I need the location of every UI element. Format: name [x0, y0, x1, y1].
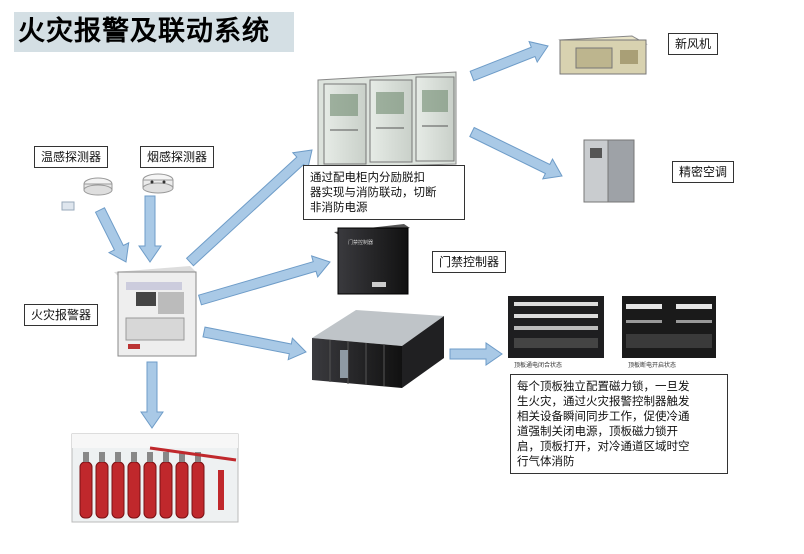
arrow-servers-to-photos [449, 342, 503, 366]
fresh-air-unit-image [558, 35, 648, 75]
cylinder-valve [115, 452, 121, 462]
cylinder-valve [83, 452, 89, 462]
extinguisher-cylinder [159, 461, 173, 519]
note-line: 行气体消防 [517, 454, 575, 468]
precision-ac-label: 精密空调 [672, 161, 735, 183]
cylinder-valve [131, 452, 137, 462]
arrow-alarm-to-access [197, 255, 331, 306]
extinguisher-cylinder [175, 461, 189, 519]
fire-alarm-controller-image [114, 266, 197, 357]
note-line: 启，顶板打开，对冷通道区域时空 [517, 439, 690, 453]
arrow-temp-to-alarm [94, 207, 130, 263]
arrow-cabinet-to-ac [469, 126, 563, 180]
extinguisher-cylinder [111, 461, 125, 519]
svg-text:门禁控制器: 门禁控制器 [348, 239, 373, 246]
note-line: 器实现与消防联动，切断 [310, 185, 437, 199]
extinguisher-cylinder [95, 461, 109, 519]
roof-closed-photo [508, 296, 604, 358]
arrow-alarm-to-servers [202, 326, 307, 361]
cylinder-valve [179, 452, 185, 462]
note-line: 生火灾，通过火灾报警控制器触发 [517, 394, 690, 408]
arrow-cabinet-to-freshair [469, 40, 549, 82]
extinguisher-cylinder [127, 461, 141, 519]
extinguisher-cylinder [79, 461, 93, 519]
smoke-detector-label: 烟感探测器 [140, 146, 215, 168]
arrow-group [94, 40, 563, 429]
roof-open-photo [622, 296, 716, 358]
page-title: 火灾报警及联动系统 [14, 12, 294, 52]
cylinder-valve [99, 452, 105, 462]
cylinder-valve [163, 452, 169, 462]
distribution-cabinet-note: 通过配电柜内分励脱扣 器实现与消防联动，切断 非消防电源 [303, 165, 465, 220]
smoke-detector-image [142, 173, 174, 194]
extinguisher-cylinder [191, 461, 205, 519]
roof-closed-caption: 顶板通电闭合状态 [514, 362, 563, 369]
arrow-alarm-to-extinguisher [140, 361, 164, 429]
cylinder-valve [147, 452, 153, 462]
precision-ac-image [583, 139, 635, 203]
note-line: 道强制关闭电源，顶板磁力锁开 [517, 424, 678, 438]
extinguisher-cylinder [143, 461, 157, 519]
cylinder-valve [195, 452, 201, 462]
roof-open-caption: 顶板断电开启状态 [628, 362, 677, 369]
fire-alarm-label: 火灾报警器 [24, 304, 99, 326]
gas-extinguisher-photo [71, 433, 239, 523]
server-cabinets-image [312, 310, 444, 388]
temperature-detector-image [61, 177, 113, 211]
distribution-cabinet-image [317, 71, 457, 169]
arrow-smoke-to-alarm [138, 195, 162, 263]
note-line: 通过配电柜内分励脱扣 [310, 170, 425, 184]
access-controller-image: 门禁控制器 [334, 224, 410, 295]
note-line: 每个顶板独立配置磁力锁，一旦发 [517, 379, 690, 393]
roof-lock-note: 每个顶板独立配置磁力锁，一旦发 生火灾，通过火灾报警控制器触发 相关设备瞬间同步… [510, 374, 728, 474]
note-line: 相关设备瞬间同步工作，促使冷通 [517, 409, 690, 423]
note-line: 非消防电源 [310, 200, 368, 214]
fresh-air-unit-label: 新风机 [668, 33, 719, 55]
temperature-detector-label: 温感探测器 [34, 146, 109, 168]
access-controller-label: 门禁控制器 [432, 251, 507, 273]
